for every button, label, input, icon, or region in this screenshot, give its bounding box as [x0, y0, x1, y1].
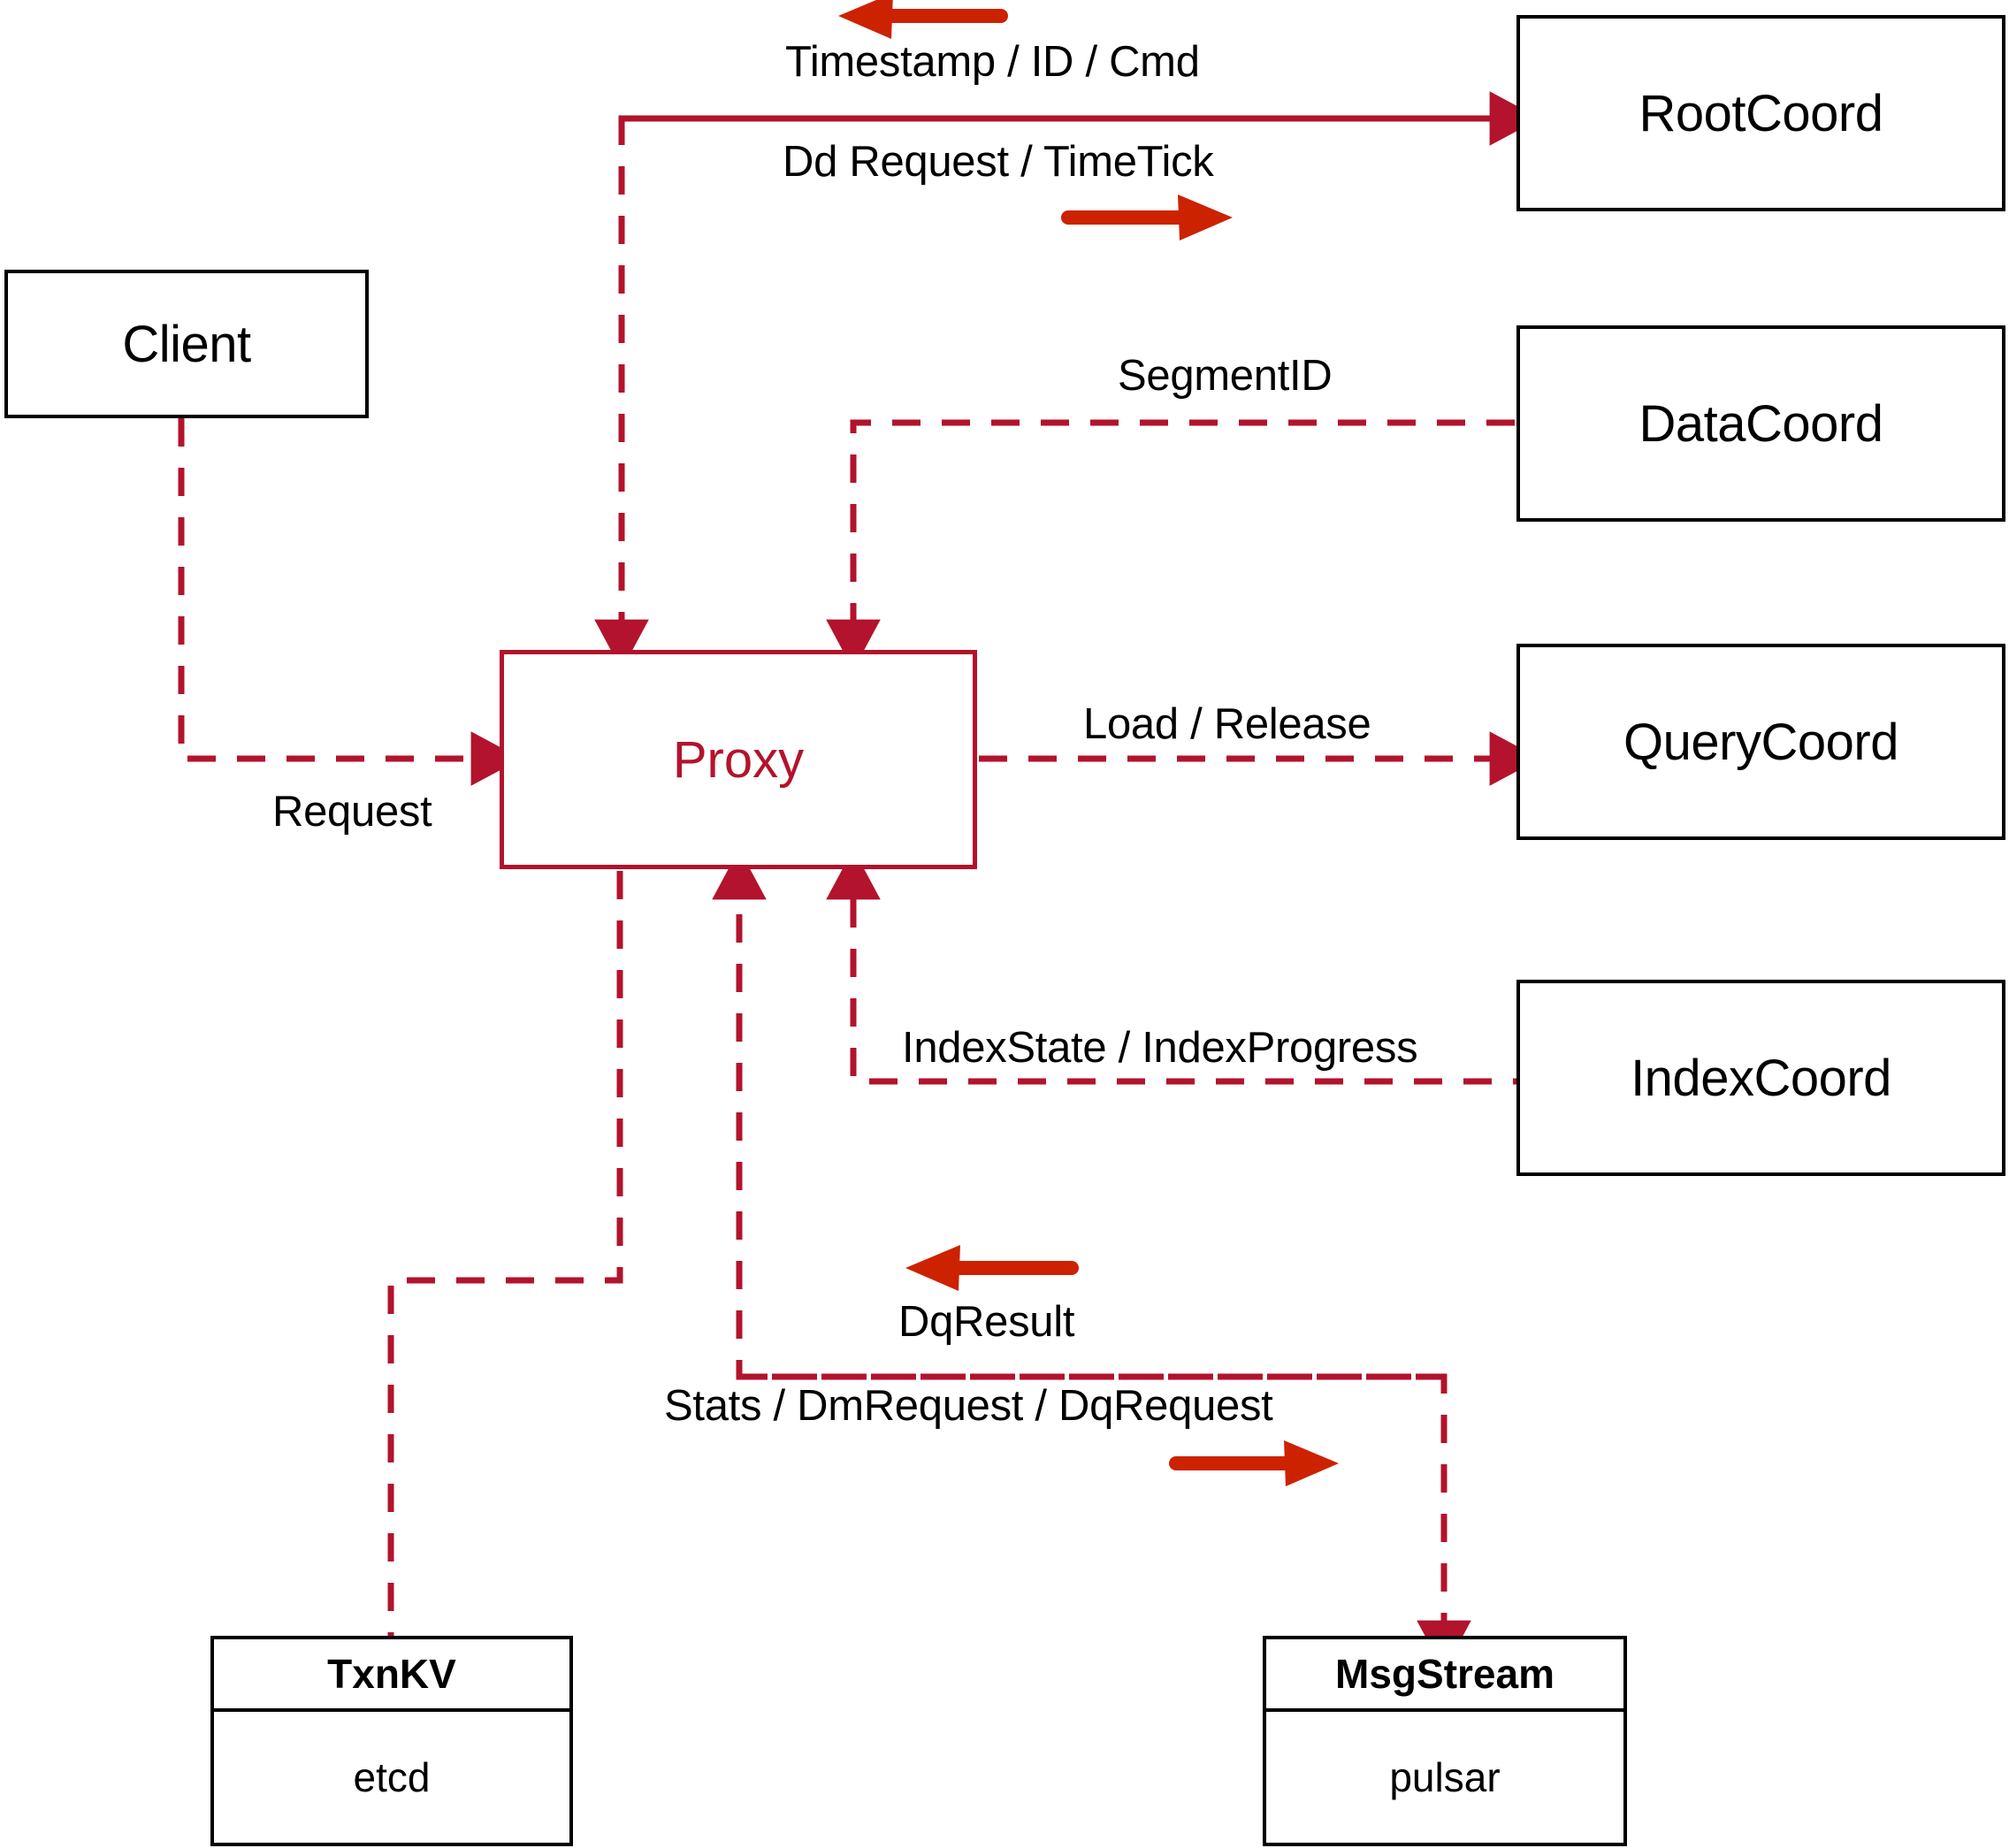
dqrequest-direction-arrow	[1169, 1440, 1339, 1486]
node-msgstream-body-label: pulsar	[1389, 1754, 1501, 1800]
node-txnkv-header: TxnKV	[214, 1639, 569, 1712]
node-txnkv-body-label: etcd	[353, 1754, 431, 1800]
edge-indexcoord-to-proxy	[826, 849, 1541, 1085]
edge-proxy-to-msgstream	[739, 1373, 1471, 1671]
edge-datacoord-to-proxy	[826, 419, 1515, 670]
node-txnkv-body: etcd	[214, 1712, 569, 1843]
node-proxy[interactable]: Proxy	[500, 650, 977, 869]
node-querycoord-label: QueryCoord	[1623, 713, 1898, 771]
ddrequest-direction-arrow	[1061, 195, 1233, 241]
node-rootcoord[interactable]: RootCoord	[1516, 15, 2005, 211]
edge-msgstream-to-proxy	[712, 849, 1444, 1380]
node-indexcoord[interactable]: IndexCoord	[1516, 980, 2005, 1176]
edge-label-timestamp-id-cmd: Timestamp / ID / Cmd	[785, 38, 1200, 86]
edge-label-indexstate-indexprogress: IndexState / IndexProgress	[902, 1024, 1418, 1072]
edge-label-stats-dmrequest-dqrequest: Stats / DmRequest / DqRequest	[664, 1382, 1273, 1430]
node-msgstream-header-label: MsgStream	[1335, 1651, 1554, 1697]
edge-proxy-to-txnkv	[387, 871, 623, 1636]
node-datacoord[interactable]: DataCoord	[1516, 325, 2005, 522]
node-msgstream-body: pulsar	[1266, 1712, 1623, 1843]
dqresult-direction-arrow	[905, 1245, 1079, 1291]
edge-label-dd-request-timetick: Dd Request / TimeTick	[783, 138, 1214, 186]
node-client-label: Client	[122, 315, 251, 373]
edge-label-segmentid: SegmentID	[1118, 352, 1333, 400]
node-rootcoord-label: RootCoord	[1639, 84, 1883, 142]
edge-label-load-release: Load / Release	[1083, 700, 1371, 748]
node-indexcoord-label: IndexCoord	[1631, 1049, 1891, 1107]
edge-label-request: Request	[272, 788, 432, 836]
node-msgstream[interactable]: MsgStream pulsar	[1263, 1636, 1627, 1846]
node-msgstream-header: MsgStream	[1266, 1639, 1623, 1712]
edge-rootcoord-to-proxy	[594, 115, 1515, 670]
edge-client-to-proxy	[178, 418, 522, 786]
timestamp-direction-arrow	[838, 0, 1008, 39]
node-proxy-label: Proxy	[672, 730, 805, 789]
node-txnkv[interactable]: TxnKV etcd	[210, 1636, 573, 1846]
node-querycoord[interactable]: QueryCoord	[1516, 644, 2005, 840]
node-txnkv-header-label: TxnKV	[327, 1651, 456, 1697]
node-client[interactable]: Client	[4, 270, 369, 418]
edge-label-dqresult: DqResult	[898, 1298, 1075, 1346]
node-datacoord-label: DataCoord	[1639, 394, 1883, 453]
